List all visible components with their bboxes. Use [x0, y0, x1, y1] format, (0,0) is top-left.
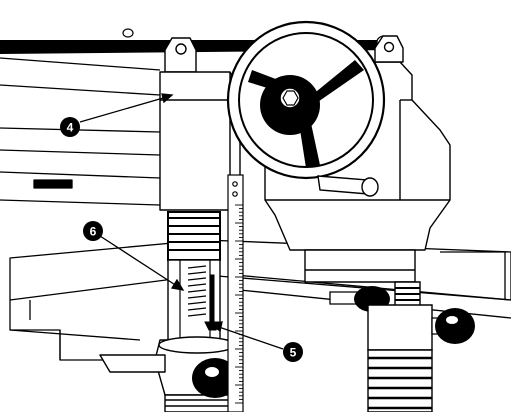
callout-6-label: 6	[90, 225, 97, 239]
leader-4	[79, 95, 171, 123]
callout-6: 6	[83, 221, 103, 241]
coil-spring	[187, 265, 207, 317]
column-housing	[159, 37, 241, 211]
callout-4: 4	[60, 117, 80, 137]
callout-5-label: 5	[290, 346, 297, 360]
crank-handle	[317, 175, 379, 197]
clamp-knob-left	[192, 358, 238, 398]
callout-5: 5	[283, 342, 303, 362]
leader-lines	[79, 93, 284, 350]
right-threaded-column	[367, 281, 433, 412]
handwheel	[226, 20, 386, 180]
clamp-knob-right	[431, 308, 475, 344]
leader-5	[215, 325, 284, 350]
leader-6	[99, 235, 181, 289]
depth-scale-ruler	[227, 174, 244, 412]
callout-4-label: 4	[67, 121, 74, 135]
